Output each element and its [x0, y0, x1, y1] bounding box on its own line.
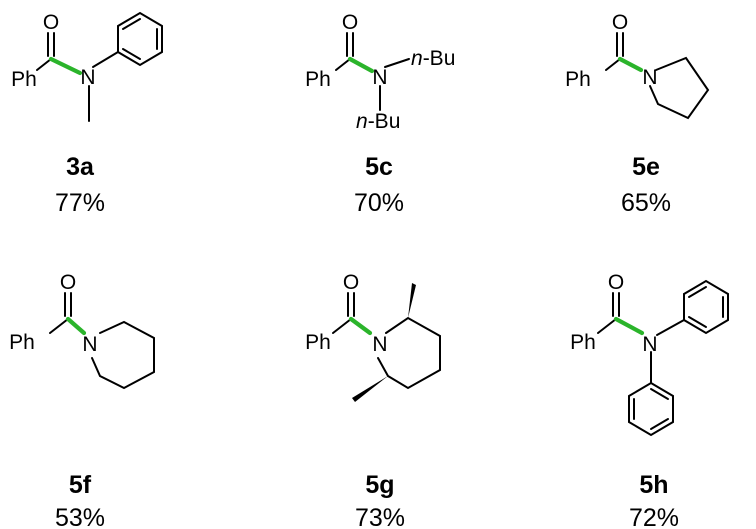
- phenyl-label: Ph: [570, 331, 596, 354]
- yield-5c: 70%: [354, 189, 404, 217]
- yield-5h: 72%: [629, 504, 679, 529]
- yield-5f: 53%: [55, 504, 105, 529]
- structure-3a: O Ph N 3a 77%: [11, 11, 163, 217]
- nitrogen-label: N: [642, 333, 657, 356]
- nitrogen-label: N: [372, 333, 387, 356]
- nitrogen-label: N: [80, 66, 95, 89]
- carbonyl-oxygen-label: O: [342, 11, 358, 34]
- compound-id-5h: 5h: [639, 471, 668, 499]
- phenyl-label: Ph: [305, 68, 331, 91]
- n-butyl-lower-label: n-Bu: [356, 110, 400, 133]
- phenyl-label: Ph: [565, 68, 591, 91]
- yield-5e: 65%: [621, 189, 671, 217]
- carbonyl-oxygen-label: O: [612, 11, 628, 34]
- compound-id-5f: 5f: [69, 471, 92, 499]
- phenyl-label: Ph: [11, 68, 37, 91]
- wedge-bond-lower: [352, 376, 388, 402]
- yield-3a: 77%: [55, 189, 105, 217]
- compound-id-5c: 5c: [365, 153, 393, 181]
- n-butyl-upper-label: n-Bu: [411, 47, 455, 70]
- carbonyl-oxygen-label: O: [60, 271, 76, 294]
- yield-5g: 73%: [355, 504, 405, 529]
- carbonyl-oxygen-label: O: [43, 11, 59, 34]
- carbonyl-oxygen-label: O: [343, 271, 359, 294]
- compound-id-5e: 5e: [632, 153, 660, 181]
- structure-5g: O Ph N 5g 73%: [305, 271, 441, 529]
- compound-id-5g: 5g: [365, 471, 394, 499]
- nitrogen-label: N: [372, 66, 387, 89]
- structure-5h: O Ph N 5h 72%: [570, 271, 729, 529]
- structure-5e: O Ph N 5e 65%: [565, 11, 710, 217]
- compound-id-3a: 3a: [66, 153, 95, 181]
- structure-5c: O Ph N n-Bu n-Bu 5c 70%: [305, 11, 455, 217]
- wedge-bond-upper: [408, 283, 416, 318]
- nitrogen-label: N: [642, 66, 657, 89]
- carbonyl-oxygen-label: O: [608, 271, 624, 294]
- structure-5f: O Ph N 5f 53%: [9, 271, 155, 529]
- phenyl-label: Ph: [9, 331, 35, 354]
- phenyl-label: Ph: [305, 331, 331, 354]
- nitrogen-label: N: [82, 333, 97, 356]
